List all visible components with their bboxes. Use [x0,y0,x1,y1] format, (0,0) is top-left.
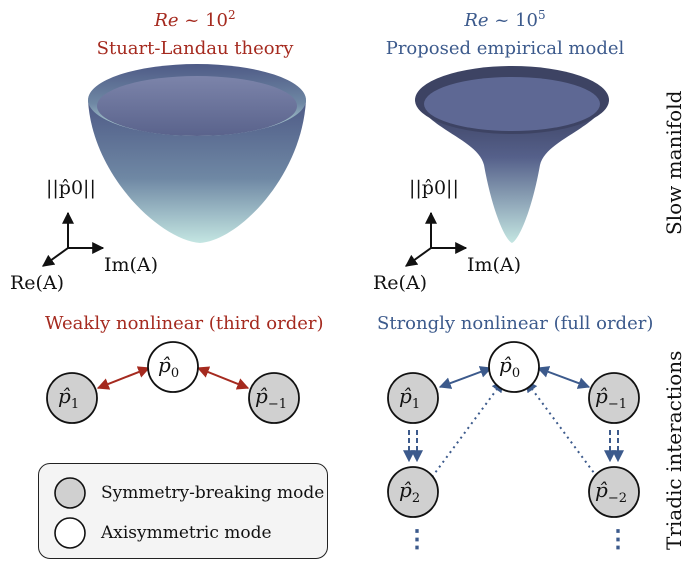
right-arrow-p2-p0 [431,380,504,478]
right-arrow-p0-pm1 [536,366,591,389]
right-mode-pm2-label: p̂−2 [595,478,627,506]
right-mode-p2-label: p̂2 [399,478,421,506]
left-re-symbol: Re [154,10,179,31]
left-reynolds-label: Re ~ 102 [70,8,320,31]
right-panel-title: Proposed empirical model [385,38,625,59]
left-mode-p1-label: p̂1 [58,384,80,412]
right-mode-pm2-circle [588,466,640,518]
right-mode-p1-circle [387,372,439,424]
right-re-exponent: 5 [538,8,546,22]
right-ellipsis-left: ⋮ [405,524,429,553]
legend-open-swatch [54,517,86,549]
right-mode-pm1-circle [588,372,640,424]
right-funnel-surface [415,66,609,243]
left-re-axis-label: Re(A) [10,272,65,294]
left-mode-p0-circle [147,341,199,393]
left-norm-axis-label: ||p̂0|| [46,177,96,199]
right-axes [405,211,468,267]
legend-open-label: Axisymmetric mode [101,523,272,543]
right-mode-p1-label: p̂1 [399,384,421,412]
left-panel-title: Stuart-Landau theory [96,38,294,59]
left-mode-p1-circle [46,372,98,424]
left-re-value: ~ 10 [184,10,229,31]
legend: Symmetry-breaking mode Axisymmetric mode [38,463,328,559]
legend-shaded-swatch [54,477,86,509]
right-mode-pm1-label: p̂−1 [595,384,627,412]
right-norm-axis-label: ||p̂0|| [409,177,459,199]
legend-swatches [54,477,86,549]
legend-shaded-label: Symmetry-breaking mode [101,483,325,503]
right-mode-p0-circle [488,341,540,393]
right-mode-p2-circle [387,466,439,518]
right-arrow-pm1-pm2 [604,430,624,463]
right-re-axis-label: Re(A) [373,272,428,294]
left-arrow-p0-p1 [96,366,151,390]
left-arrow-p0-pm1 [196,366,250,390]
right-mode-p0-label: p̂0 [499,353,521,381]
right-ellipsis-right: ⋮ [606,524,630,553]
right-arrow-pm2-p0 [525,380,598,478]
right-interaction-title: Strongly nonlinear (full order) [377,313,654,334]
right-re-value: ~ 10 [494,10,539,31]
right-arrow-p1-p2 [403,430,423,463]
left-re-exponent: 2 [228,8,236,22]
left-im-axis-label: Im(A) [104,254,159,276]
left-axes [42,211,105,267]
left-interaction-title: Weakly nonlinear (third order) [45,313,324,334]
right-im-axis-label: Im(A) [467,254,522,276]
left-mode-pm1-circle [248,372,300,424]
left-mode-p0-label: p̂0 [158,353,180,381]
right-reynolds-label: Re ~ 105 [380,8,630,31]
left-mode-pm1-label: p̂−1 [255,384,287,412]
right-re-symbol: Re [464,10,489,31]
right-arrow-p0-p1 [438,366,493,389]
left-paraboloid-surface [88,64,306,243]
